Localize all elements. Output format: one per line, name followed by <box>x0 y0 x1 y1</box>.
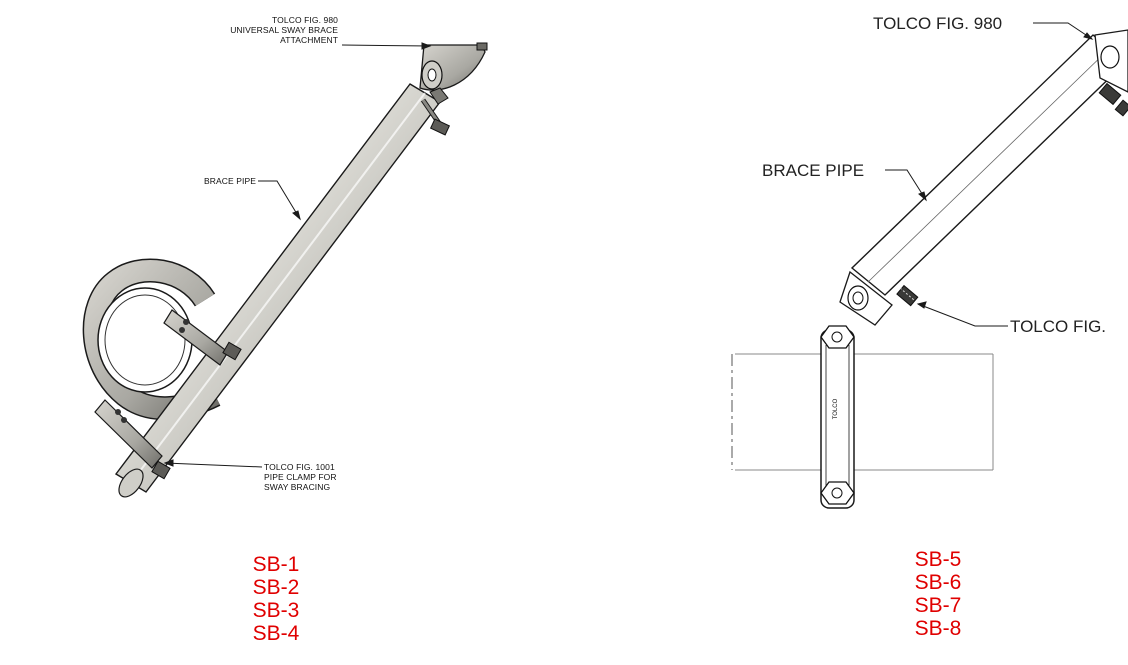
left-attachment-label-3: ATTACHMENT <box>280 35 338 45</box>
left-attachment-label-1: TOLCO FIG. 980 <box>272 15 338 25</box>
left-attachment-label-2: UNIVERSAL SWAY BRACE <box>230 25 338 35</box>
sb-id-7: SB-7 <box>915 594 962 617</box>
left-clamp-label-2: PIPE CLAMP FOR <box>264 472 337 482</box>
sb-id-2: SB-2 <box>253 576 300 599</box>
right-pipe-clamp: TOLCO <box>820 325 855 509</box>
right-brace-pipe-label: BRACE PIPE <box>762 161 864 180</box>
sway-brace-attachment <box>419 42 488 136</box>
lower-fitting <box>839 270 919 326</box>
right-top-fig-label: TOLCO FIG. 980 <box>873 14 1002 33</box>
sb-id-1: SB-1 <box>253 553 300 576</box>
clamp-mark: TOLCO <box>833 398 839 419</box>
left-clamp-label-1: TOLCO FIG. 1001 <box>264 462 335 472</box>
upper-fitting <box>1094 29 1128 117</box>
sb-id-4: SB-4 <box>253 622 300 645</box>
brace-pipe-right <box>850 34 1128 296</box>
left-brace-pipe-label: BRACE PIPE <box>204 176 256 186</box>
main-pipe-section <box>731 353 994 471</box>
sb-id-3: SB-3 <box>253 599 300 622</box>
sb-id-5: SB-5 <box>915 548 962 571</box>
left-clamp-label-3: SWAY BRACING <box>264 482 330 492</box>
sb-id-6: SB-6 <box>915 571 962 594</box>
left-figure: TOLCO FIG. 980 UNIVERSAL SWAY BRACE ATTA… <box>82 15 488 645</box>
sb-id-8: SB-8 <box>915 617 962 640</box>
right-callout-lines <box>885 22 1094 327</box>
right-figure: TOLCO <box>731 14 1128 640</box>
clamp-straps <box>94 309 242 480</box>
left-callout-lines <box>163 42 432 468</box>
right-lower-fig-label: TOLCO FIG. <box>1010 317 1106 336</box>
